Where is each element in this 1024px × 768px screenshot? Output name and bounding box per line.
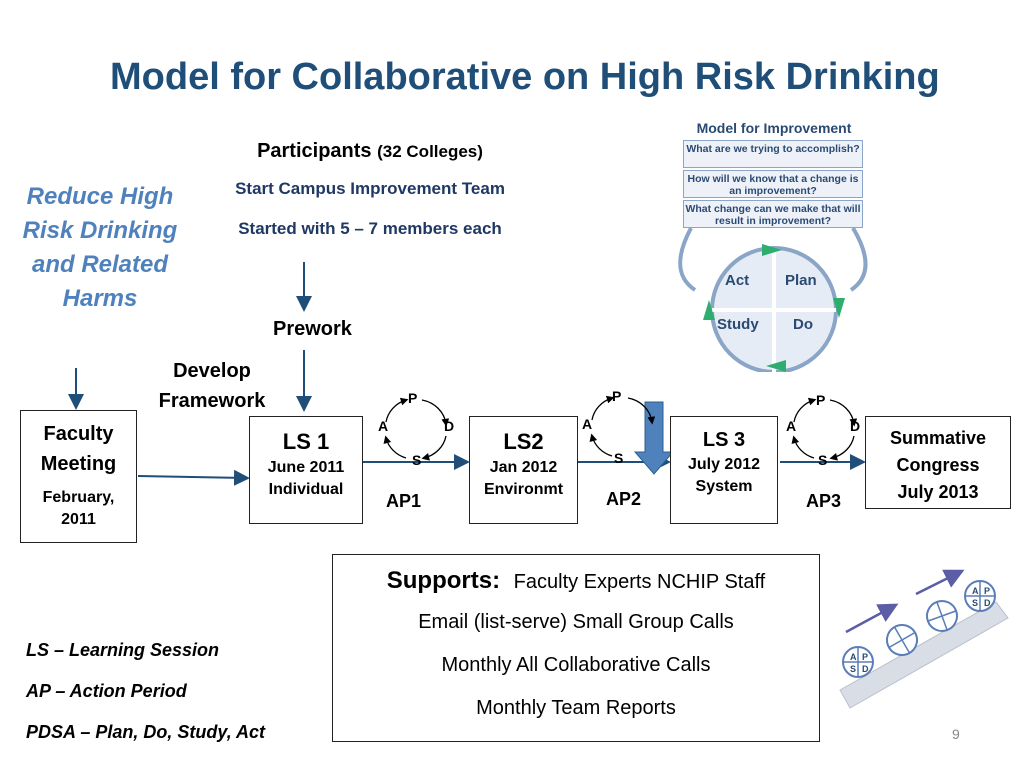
pdsa-cycle-arrows — [589, 395, 656, 457]
mfi-pdsa-wheel — [678, 228, 868, 372]
supports-line1: Faculty Experts NCHIP Staff — [513, 571, 766, 593]
ramp-p: P — [984, 586, 991, 596]
ls-focus: System — [695, 478, 753, 495]
ramp-d: D — [862, 664, 869, 674]
action-period-label: AP3 — [806, 491, 842, 511]
ls-name: LS 3 — [702, 429, 746, 451]
participants-count: (32 Colleges) — [377, 142, 483, 161]
ramp-disc — [926, 600, 958, 632]
faculty-meeting-box: Faculty Meeting February, 2011 — [20, 410, 137, 543]
supports-box: Supports: Faculty Experts NCHIP Staff Em… — [332, 554, 820, 742]
learning-session-3-box: LS 3 July 2012 System — [670, 416, 778, 524]
develop-line: Develop — [173, 360, 251, 382]
mfi-question-1: What are we trying to accomplish? — [683, 140, 863, 168]
legend-ls: LS – Learning Session — [26, 640, 220, 660]
pdsa-cycle-arrows — [791, 397, 858, 461]
legend-pdsa: PDSA – Plan, Do, Study, Act — [26, 722, 266, 742]
faculty-title-line: Faculty — [43, 423, 114, 445]
ramp-d: D — [984, 598, 991, 608]
participants-heading: Participants (32 Colleges) — [200, 140, 540, 163]
summative-line: Summative — [889, 428, 987, 448]
supports-line2: Email (list-serve) Small Group Calls — [418, 611, 734, 633]
pdsa-ramp-graphic — [839, 569, 1009, 709]
participants-line2: Started with 5 – 7 members each — [238, 219, 502, 238]
pdsa-d: D — [444, 418, 455, 434]
model-for-improvement-graphic: Model for Improvement What are we trying… — [667, 118, 881, 372]
supports-line3: Monthly All Collaborative Calls — [441, 654, 711, 676]
develop-framework-label: Develop Framework — [146, 356, 278, 416]
mfi-question-3: What change can we make that will result… — [683, 200, 863, 228]
action-period-label: AP1 — [386, 491, 422, 511]
pdsa-a: A — [786, 418, 797, 434]
mfi-study: Study — [717, 316, 759, 333]
ramp-s: S — [972, 598, 979, 608]
mfi-plan: Plan — [785, 272, 817, 289]
faculty-meeting-title: Faculty Meeting — [21, 419, 136, 479]
ramp-p: P — [862, 652, 869, 662]
ls-date: Jan 2012 — [489, 459, 558, 476]
mfi-act: Act — [725, 272, 750, 289]
pdsa-a: A — [582, 416, 593, 432]
supports-line-header: Supports: Faculty Experts NCHIP Staff — [333, 567, 819, 595]
goal-line: Reduce High — [26, 183, 174, 210]
mfi-heading: Model for Improvement — [696, 120, 852, 136]
supports-line4: Monthly Team Reports — [476, 697, 676, 719]
pdsa-a: A — [378, 418, 389, 434]
pdsa-cycle: P S A — [576, 386, 666, 466]
ramp-disc — [842, 646, 874, 678]
faculty-date-line: 2011 — [61, 511, 96, 528]
ls-focus: Individual — [268, 481, 344, 498]
summative-congress-box: Summative Congress July 2013 — [865, 416, 1011, 509]
goal-line: Risk Drinking — [22, 217, 178, 244]
pdsa-cycle: P D S A — [778, 388, 868, 468]
page-number: 9 — [952, 726, 960, 742]
ramp-a: A — [850, 652, 857, 662]
ramp-disc-labels: A P S D — [850, 650, 880, 680]
page-title: Model for Collaborative on High Risk Dri… — [110, 56, 940, 98]
ramp-disc — [964, 580, 996, 612]
learning-session-2-box: LS2 Jan 2012 Environmt — [469, 416, 578, 524]
learning-session-1-box: LS 1 June 2011 Individual — [249, 416, 363, 524]
legend-ap: AP – Action Period — [26, 681, 187, 701]
mfi-do: Do — [793, 316, 813, 333]
faculty-title-line: Meeting — [40, 453, 117, 475]
ls-name: LS2 — [503, 429, 544, 454]
pdsa-p: P — [612, 388, 622, 404]
summative-line: July 2013 — [897, 482, 979, 502]
ls-name: LS 1 — [282, 429, 330, 454]
ramp-a: A — [972, 586, 979, 596]
summative-line: Congress — [896, 455, 980, 475]
ramp-s: S — [850, 664, 857, 674]
develop-line: Framework — [158, 390, 266, 412]
goal-text: Reduce High Risk Drinking and Related Ha… — [18, 180, 182, 316]
pdsa-d: D — [850, 418, 861, 434]
mfi-question-2: How will we know that a change is an imp… — [683, 170, 863, 198]
faculty-date-line: February, — [42, 489, 115, 506]
supports-label: Supports: — [386, 567, 501, 594]
pdsa-s: S — [412, 452, 422, 468]
pdsa-cycle: P D S A — [370, 388, 460, 468]
prework-label: Prework — [273, 318, 352, 340]
arrow-faculty-ls1 — [137, 469, 250, 486]
pdsa-p: P — [816, 392, 826, 408]
participants-block: Participants (32 Colleges) Start Campus … — [200, 140, 540, 239]
participants-label: Participants — [257, 140, 372, 162]
action-period-label: AP2 — [606, 489, 642, 509]
pdsa-s: S — [818, 452, 828, 468]
ls-date: June 2011 — [267, 459, 345, 476]
pdsa-s: S — [614, 450, 624, 466]
faculty-meeting-date: February, 2011 — [21, 487, 136, 531]
big-blue-down-arrow — [633, 401, 675, 475]
participants-line1: Start Campus Improvement Team — [235, 179, 505, 198]
ramp-disc-labels: A P S D — [972, 584, 1002, 614]
ramp-disc — [886, 624, 918, 656]
ls-date: July 2012 — [687, 456, 761, 473]
goal-line: and Related — [31, 251, 169, 278]
pdsa-cycle-arrows — [383, 397, 450, 461]
ls-focus: Environmt — [483, 481, 564, 498]
goal-line: Harms — [62, 285, 138, 312]
pdsa-p: P — [408, 390, 418, 406]
